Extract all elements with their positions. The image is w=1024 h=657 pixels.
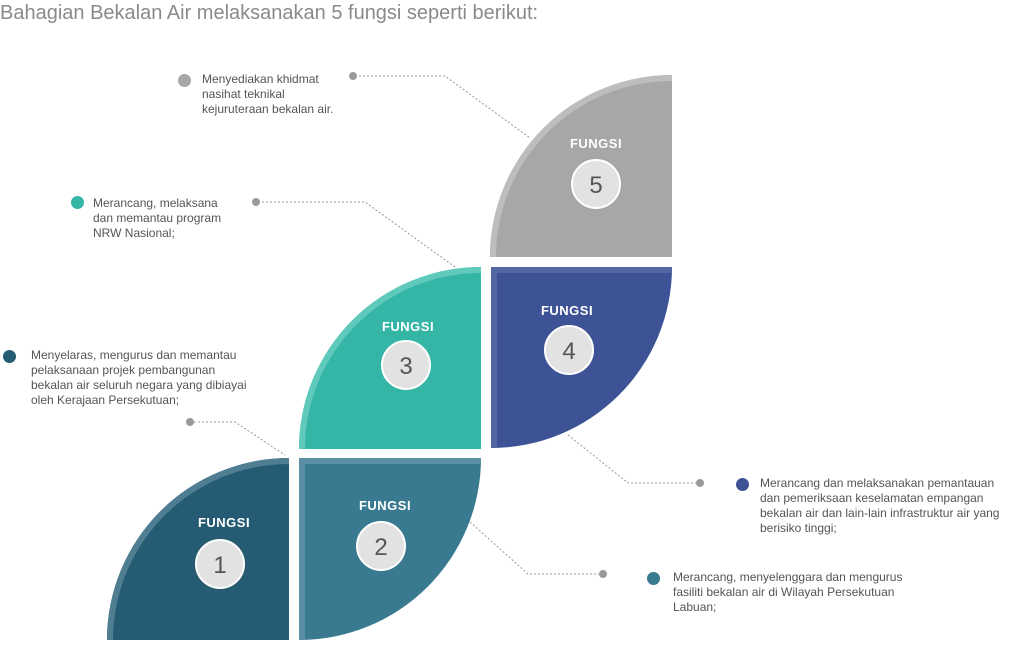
page-title: Bahagian Bekalan Air melaksanakan 5 fung… — [0, 2, 539, 24]
fungsi-4-number: 4 — [562, 338, 575, 365]
fungsi-1-description: Menyelaras, mengurus dan memantau pelaks… — [31, 348, 247, 407]
fungsi-5-content: FUNGSI 5 — [570, 136, 622, 209]
fungsi-1-label: FUNGSI — [198, 515, 250, 530]
fungsi-3-description: Merancang, melaksana dan memantau progra… — [93, 196, 222, 240]
connector-3 — [258, 201, 456, 268]
connector-1 — [190, 421, 286, 456]
connector-2 — [469, 521, 603, 575]
fungsi-2-bullet — [647, 572, 660, 585]
fungsi-3-number: 3 — [399, 353, 412, 380]
fungsi-5-bullet — [178, 74, 191, 87]
fungsi-4-content: FUNGSI 4 — [541, 303, 594, 375]
fungsi-2-description: Merancang, menyelenggara dan mengurus fa… — [673, 570, 903, 614]
fungsi-5-number: 5 — [589, 172, 602, 199]
connector-dot-1 — [186, 418, 194, 426]
fungsi-4-description: Merancang dan melaksanakan pemantauan da… — [760, 476, 1000, 535]
fungsi-5-label: FUNGSI — [570, 136, 622, 151]
connector-dot-4 — [696, 479, 704, 487]
fungsi-1-petal — [107, 458, 289, 640]
connector-dot-3 — [252, 198, 260, 206]
connector-dot-5 — [349, 72, 357, 80]
fungsi-1-number: 1 — [213, 552, 226, 579]
fungsi-1-content: FUNGSI 1 — [195, 515, 250, 589]
fungsi-3-content: FUNGSI 3 — [381, 319, 434, 390]
fungsi-4-label: FUNGSI — [541, 303, 593, 318]
connector-dots — [186, 72, 704, 578]
connector-dot-2 — [599, 570, 607, 578]
fungsi-5-description: Menyediakan khidmat nasihat teknikal kej… — [202, 72, 334, 116]
fungsi-2-content: FUNGSI 2 — [356, 498, 411, 571]
fungsi-1-bullet — [3, 350, 16, 363]
connector-5 — [355, 75, 531, 139]
fungsi-3-label: FUNGSI — [382, 319, 434, 334]
fungsi-4-bullet — [736, 478, 749, 491]
connectors — [190, 75, 700, 575]
connector-4 — [567, 434, 700, 484]
fungsi-2-label: FUNGSI — [359, 498, 411, 513]
fungsi-3-bullet — [71, 196, 84, 209]
fungsi-2-number: 2 — [374, 534, 387, 561]
